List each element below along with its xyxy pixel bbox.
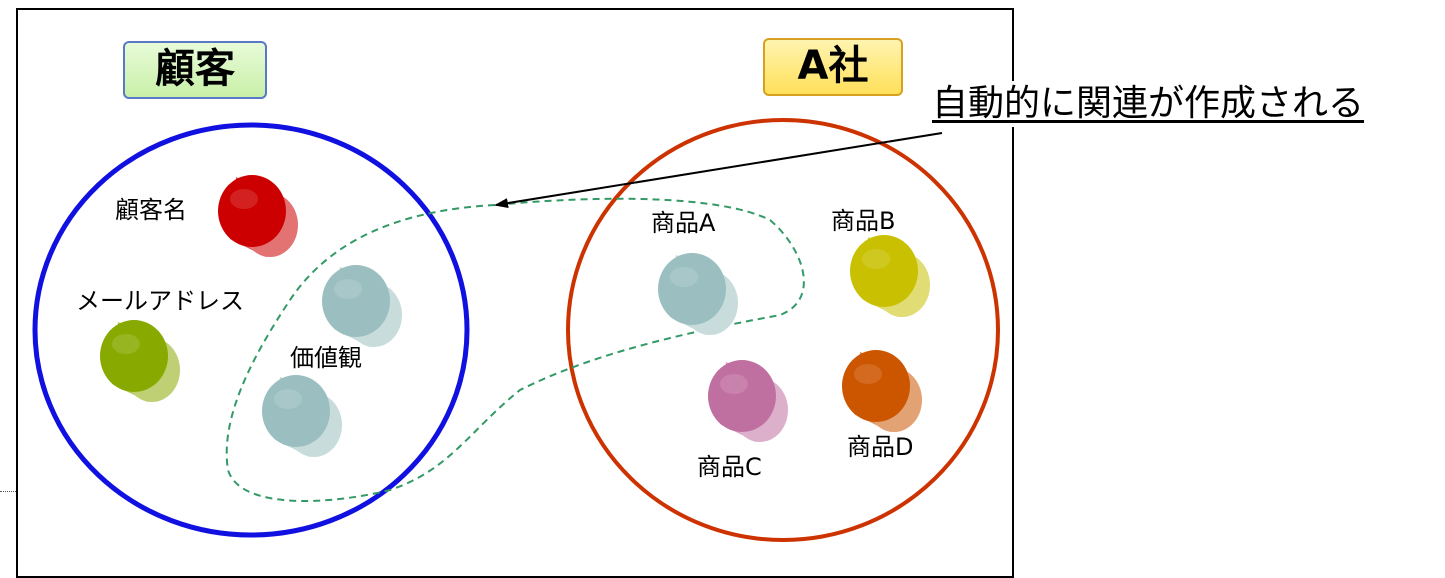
callout-arrow [494, 132, 943, 209]
product-b-label: 商品B [831, 207, 896, 235]
product-d-label: 商品D [847, 433, 914, 461]
orange-cylinder-icon [842, 350, 922, 432]
company-circle [566, 118, 1000, 542]
red-cylinder-icon [218, 175, 298, 257]
customer-group-title: 顧客 [123, 41, 267, 99]
email-label: メールアドレス [76, 287, 244, 315]
teal-cylinder-icon [322, 265, 402, 347]
product-c-label: 商品C [697, 453, 762, 481]
diagram-svg [32, 118, 1000, 542]
diagram-frame [16, 8, 1014, 578]
pink-cylinder-icon [708, 360, 788, 442]
auto-relation-callout: 自動的に関連が作成される [932, 81, 1432, 127]
customer-name-label: 顧客名 [115, 196, 187, 224]
product-a-label: 商品A [651, 209, 716, 237]
relation-dashed-loop [225, 197, 805, 503]
teal-cylinder-icon [658, 253, 738, 335]
teal-cylinder-icon [262, 375, 342, 457]
values-label: 価値観 [290, 344, 362, 372]
yellow-cylinder-icon [850, 235, 930, 317]
dotted-guide-line [0, 491, 16, 492]
diagram-canvas: 顧客 A社 自動的に関連が作成される 顧客名 メールアドレス 価値観 商品A 商… [0, 8, 1432, 578]
company-group-title: A社 [763, 38, 903, 96]
olive-cylinder-icon [100, 320, 180, 402]
customer-circle [32, 122, 470, 538]
